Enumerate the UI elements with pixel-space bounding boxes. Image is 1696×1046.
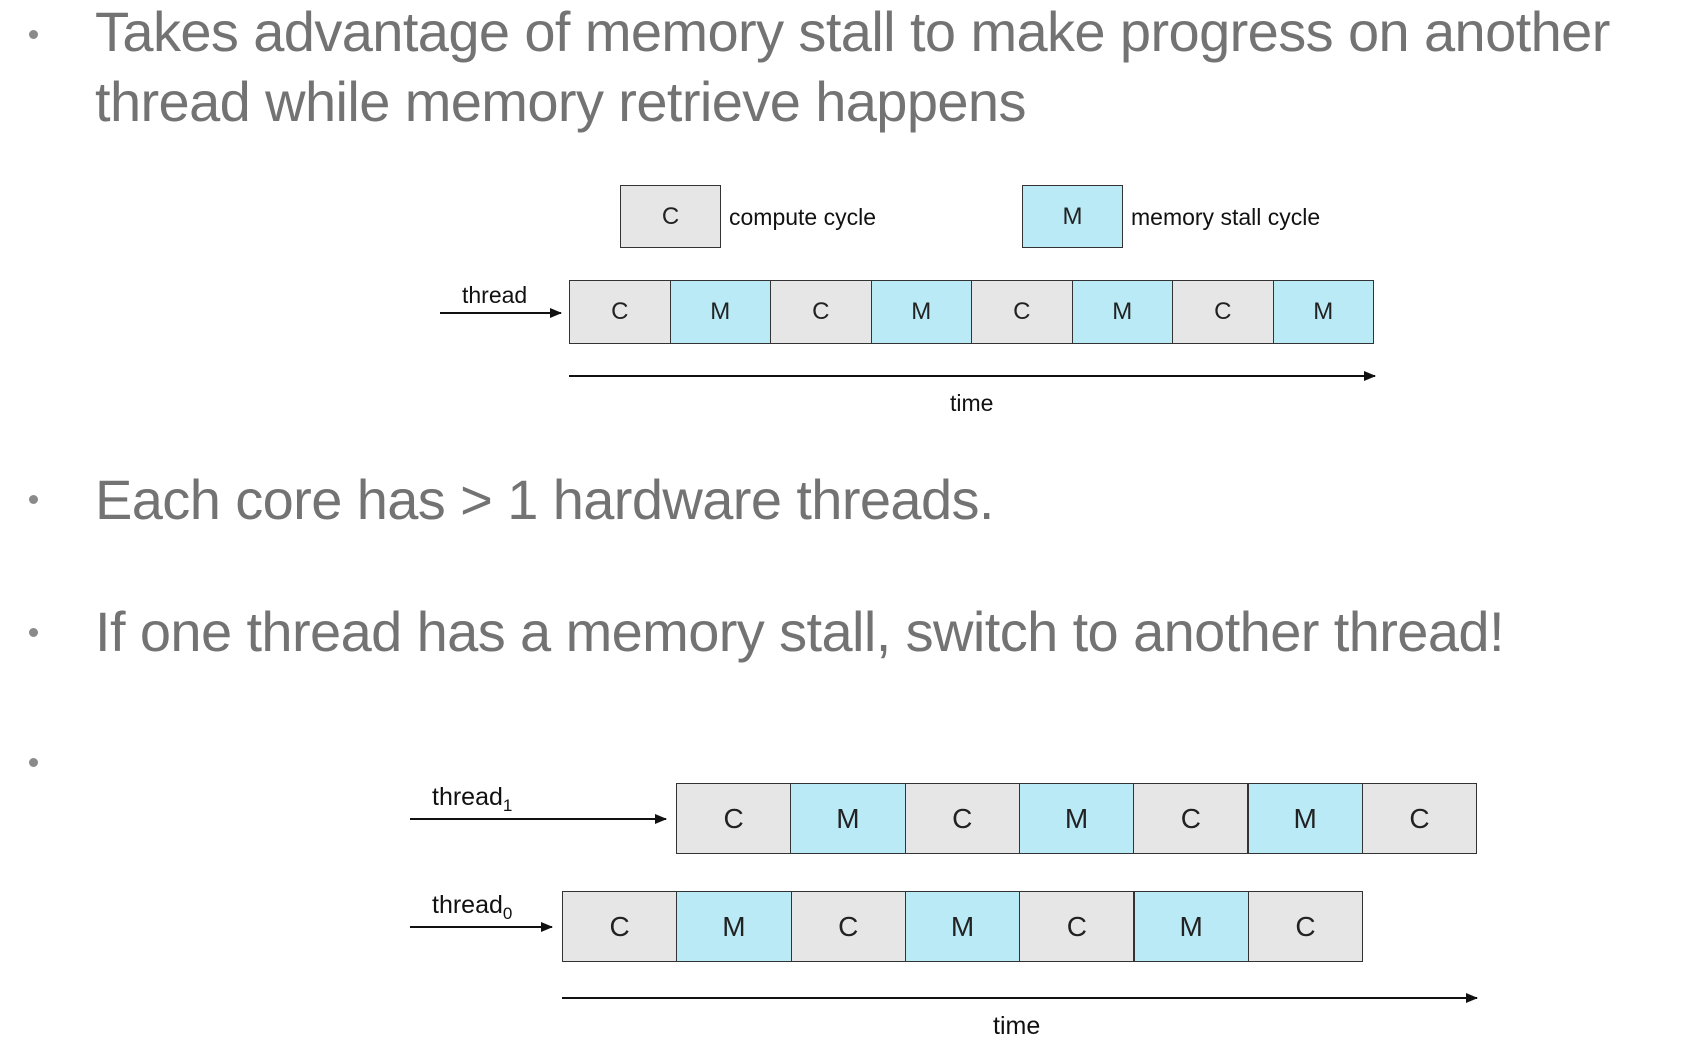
time-label-2: time [993, 1012, 1041, 1040]
compute-cycle: C [1133, 783, 1249, 854]
legend-compute-label: compute cycle [729, 204, 877, 230]
thread1-label: thread1 [432, 783, 512, 816]
thread0-label: thread0 [432, 891, 512, 924]
thread0-subscript: 0 [502, 904, 513, 923]
compute-cycle: C [904, 783, 1020, 854]
thread1-subscript: 1 [502, 796, 513, 815]
bullet-dot [29, 628, 38, 637]
compute-cycle: C [1172, 280, 1274, 344]
bullet-1-line-1: Takes advantage of memory stall to make … [95, 0, 1610, 63]
memory-stall-cycle: M [870, 280, 972, 344]
compute-cycle: C [562, 891, 678, 962]
thread-label: thread [462, 282, 528, 308]
memory-stall-cycle: M [1018, 783, 1135, 854]
legend-memory-box: M [1022, 185, 1123, 248]
memory-stall-cycle: M [1133, 891, 1249, 962]
memory-stall-cycle: M [669, 280, 771, 344]
thread1-label-text: thread [432, 783, 503, 811]
bullet-dot [29, 758, 38, 767]
bullet-2-text: Each core has > 1 hardware threads. [95, 468, 994, 531]
bullet-dot [29, 30, 38, 39]
compute-cycle: C [971, 280, 1073, 344]
thread0-label-text: thread [432, 891, 503, 919]
memory-stall-cycle: M [1247, 783, 1363, 854]
bullet-1-line-2: thread while memory retrieve happens [95, 70, 1026, 133]
memory-stall-cycle: M [1272, 280, 1374, 344]
bullet-dot [29, 495, 38, 504]
compute-cycle: C [1247, 891, 1364, 962]
compute-cycle: C [569, 280, 671, 344]
time-label: time [950, 390, 994, 416]
memory-stall-cycle: M [904, 891, 1021, 962]
bullet-3-text: If one thread has a memory stall, switch… [95, 600, 1505, 663]
compute-cycle: C [676, 783, 792, 854]
compute-cycle: C [1361, 783, 1478, 854]
compute-cycle: C [790, 891, 906, 962]
memory-stall-cycle: M [1071, 280, 1173, 344]
memory-stall-cycle: M [790, 783, 906, 854]
legend-compute-box: C [620, 185, 721, 248]
legend-memory-label: memory stall cycle [1131, 204, 1321, 230]
compute-cycle: C [770, 280, 872, 344]
